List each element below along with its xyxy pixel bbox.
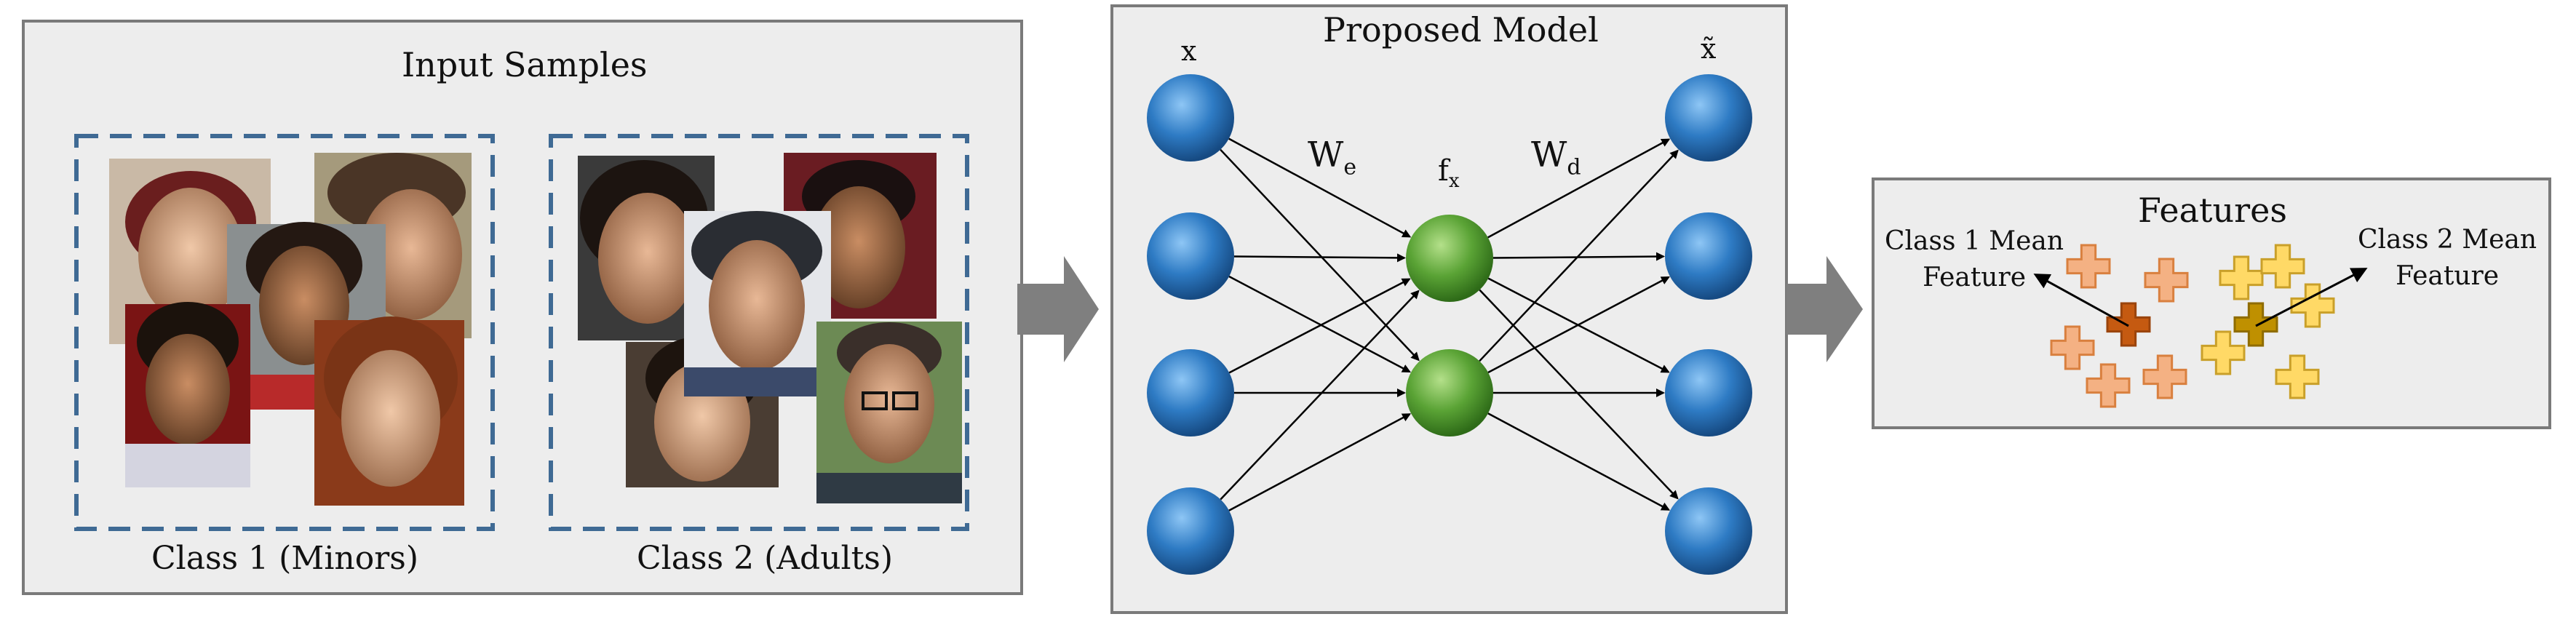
input-node — [1147, 74, 1234, 162]
network-edge — [1479, 149, 1679, 362]
network-edge — [1228, 413, 1412, 511]
output-layer-label: x̃ — [1701, 33, 1717, 65]
class2-mean-marker — [2233, 302, 2278, 347]
class1-feature-marker — [2144, 258, 2189, 303]
features-title: Features — [2138, 191, 2287, 230]
class2-face-photo — [784, 153, 937, 319]
features-panel — [1872, 178, 2551, 429]
network-edge — [1220, 290, 1420, 501]
input-node — [1147, 487, 1234, 575]
class2-group-box — [549, 134, 969, 531]
class2-feature-marker — [2201, 330, 2246, 375]
hidden-node — [1406, 215, 1493, 302]
decoder-weight-label: Wd — [1531, 135, 1581, 180]
class1-face-photo — [314, 316, 464, 506]
input-node — [1147, 349, 1234, 436]
hidden-node — [1406, 349, 1493, 436]
class1-label: Class 1 (Minors) — [151, 540, 418, 577]
network-edge — [1487, 138, 1671, 239]
class2-feature-marker — [2260, 244, 2305, 289]
class2-feature-marker — [2275, 354, 2320, 399]
output-node — [1665, 74, 1752, 162]
encoder-weight-label: We — [1308, 135, 1357, 180]
output-node — [1665, 212, 1752, 300]
network-edge — [1487, 412, 1671, 511]
input-node — [1147, 212, 1234, 300]
class2-label: Class 2 (Adults) — [637, 540, 894, 577]
network-edge — [1487, 276, 1670, 374]
hidden-layer-label: fx — [1438, 154, 1460, 192]
class2-face-photo — [816, 322, 962, 503]
network-edge — [1228, 137, 1412, 238]
network-edge — [1228, 278, 1411, 374]
network-edge — [1228, 275, 1411, 373]
class1-feature-marker — [2066, 244, 2111, 289]
class2-face-photo — [684, 211, 831, 396]
output-node — [1665, 349, 1752, 436]
class2-mean-label: Class 2 Mean Feature — [2358, 225, 2537, 291]
class1-feature-marker — [2086, 363, 2131, 408]
class1-face-photo — [125, 302, 250, 487]
class2-feature-marker — [2290, 283, 2335, 328]
class1-group-box — [74, 134, 495, 531]
class2-mean-arrow — [2255, 268, 2368, 327]
class1-feature-marker — [2050, 325, 2095, 370]
input-layer-label: x — [1181, 35, 1197, 67]
network-connections — [1220, 137, 1679, 511]
class1-mean-arrow — [2033, 274, 2129, 327]
network-edge — [1233, 253, 1407, 263]
class1-feature-marker — [2142, 354, 2187, 399]
input-samples-title: Input Samples — [402, 45, 648, 84]
class1-mean-label: Class 1 Mean Feature — [1885, 226, 2064, 292]
class2-feature-marker — [2219, 255, 2264, 300]
proposed-model-title: Proposed Model — [1323, 10, 1599, 49]
output-node — [1665, 487, 1752, 575]
class1-mean-marker — [2106, 302, 2151, 347]
